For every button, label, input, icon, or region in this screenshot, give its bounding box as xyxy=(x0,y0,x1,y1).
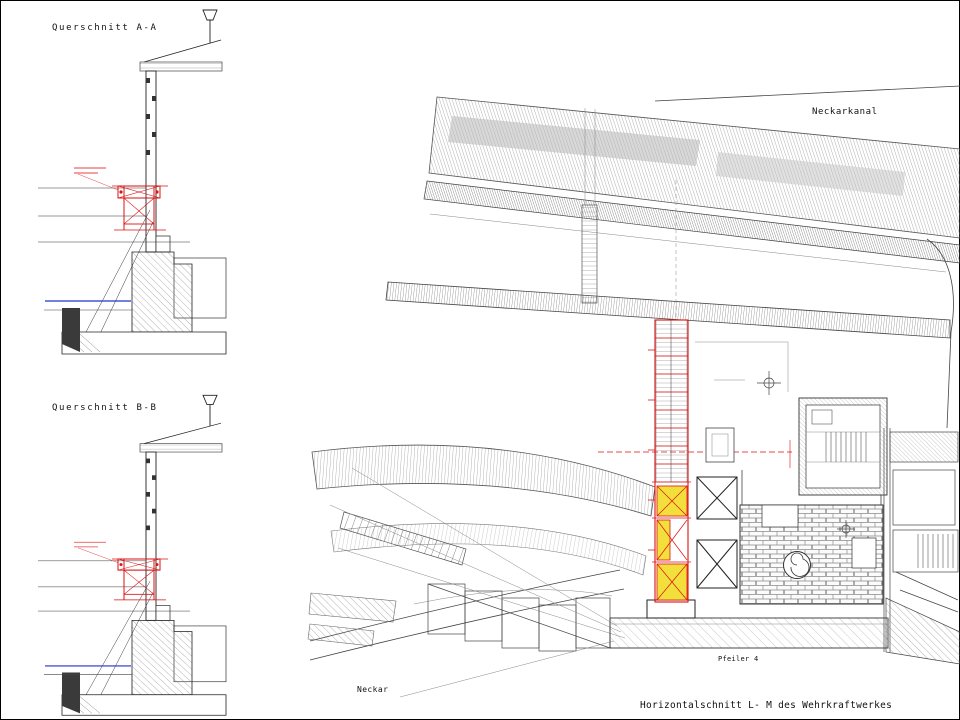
weir-band xyxy=(385,281,951,339)
turbine-spiral xyxy=(790,552,810,577)
survey-point-2 xyxy=(837,520,855,538)
survey-lines xyxy=(329,467,626,698)
label-neckar: Neckar xyxy=(357,685,388,694)
tower-base xyxy=(646,599,696,619)
guide-wall-fan xyxy=(311,444,656,517)
section-b: Querschnitt B-B xyxy=(37,394,227,716)
canal-top-bank-line xyxy=(654,85,960,102)
section-a-title: Querschnitt A-A xyxy=(52,23,158,33)
gate-slot xyxy=(705,427,735,463)
right-bank-curve xyxy=(926,238,954,429)
walkway-ladder xyxy=(339,511,467,566)
powerhouse-brick xyxy=(739,504,884,605)
label-neckarkanal: Neckarkanal xyxy=(812,107,878,117)
plan-title: Horizontalschnitt L- M des Wehrkraftwerk… xyxy=(640,700,892,711)
inlet-structure xyxy=(798,397,888,496)
section-b-drawing xyxy=(37,394,227,716)
survey-point-1 xyxy=(757,371,781,395)
section-b-title: Querschnitt B-B xyxy=(52,403,158,413)
label-pfeiler: Pfeiler 4 xyxy=(718,655,758,663)
canal-band-lower xyxy=(423,180,960,273)
canal-band-upper xyxy=(428,96,960,239)
right-bank-structures xyxy=(883,428,960,665)
section-a-drawing xyxy=(37,9,227,355)
crane-tower xyxy=(648,319,691,603)
hatched-patches xyxy=(307,592,397,647)
stair-blocks xyxy=(427,583,611,652)
pier-strip xyxy=(609,617,889,649)
trashrack-boxes xyxy=(696,476,738,589)
tower-equipment-yellow xyxy=(656,485,688,601)
plan-view: Neckarkanal Neckar Pfeiler 4 Horizontals… xyxy=(307,85,960,711)
section-a: Querschnitt A-A xyxy=(37,9,227,355)
dimension-lines xyxy=(695,341,789,392)
red-reference-lines xyxy=(598,440,792,468)
